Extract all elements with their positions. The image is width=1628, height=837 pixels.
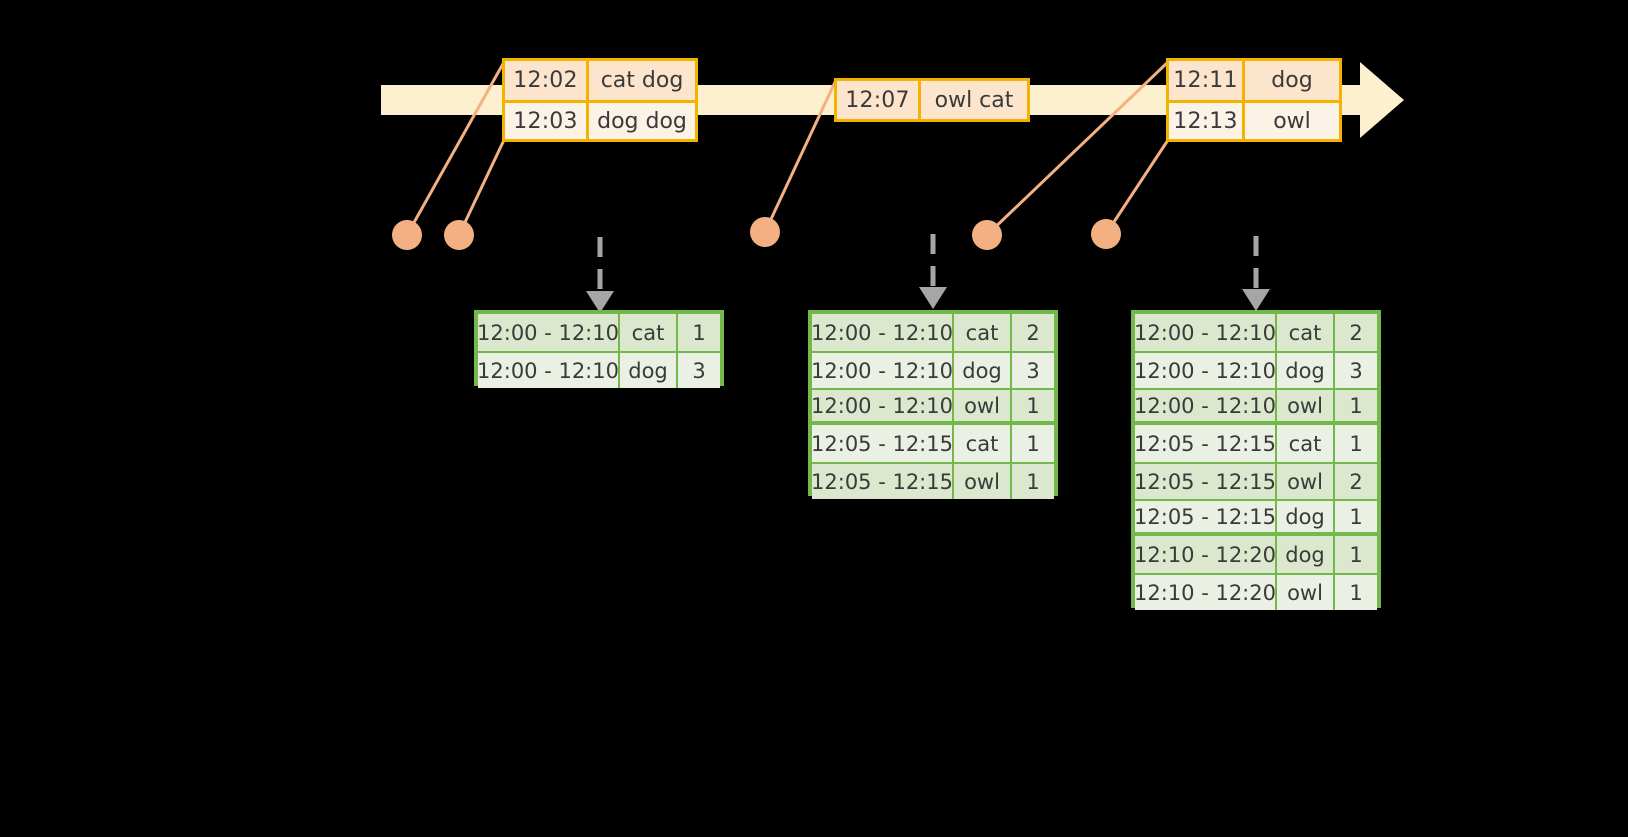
event-dot-4	[972, 220, 1002, 250]
key-cell: dog	[1277, 536, 1335, 573]
event-time: 12:07	[837, 81, 921, 119]
key-cell: owl	[1277, 390, 1335, 421]
table-row[interactable]: 12:00 - 12:10 dog 3	[811, 351, 1054, 388]
count-cell: 1	[1349, 431, 1363, 456]
key-cell: owl	[954, 390, 1012, 421]
result-table-3[interactable]: 12:00 - 12:10 cat 2 12:00 - 12:10 dog 3 …	[1131, 310, 1381, 610]
window-cell: 12:00 - 12:10	[811, 353, 954, 388]
key-cell: owl	[1277, 464, 1335, 499]
table-row[interactable]: 12:05 - 12:15 owl 1	[811, 462, 1054, 499]
key-cell: cat	[1277, 314, 1335, 351]
table-row[interactable]: 12:05 - 12:15 cat 1	[811, 425, 1054, 462]
key-cell: dog	[1277, 501, 1335, 532]
window-cell: 12:05 - 12:15	[1134, 464, 1277, 499]
count-cell: 1	[1349, 580, 1363, 605]
count-cell: 1	[1349, 393, 1363, 418]
window-cell: 12:00 - 12:10	[811, 390, 954, 421]
count-cell: 2	[1026, 320, 1040, 345]
window-cell: 12:00 - 12:10	[477, 353, 620, 388]
key-cell: owl	[954, 464, 1012, 499]
event-words: owl	[1273, 108, 1311, 134]
emit-arrow-2	[919, 234, 947, 309]
event-row[interactable]: 12:07 owl cat	[837, 81, 1027, 119]
event-words: dog dog	[597, 108, 687, 134]
event-time: 12:13	[1169, 103, 1245, 139]
table-row[interactable]: 12:00 - 12:10 cat 2	[1134, 314, 1377, 351]
event-group-1[interactable]: 12:02 cat dog 12:03 dog dog	[502, 58, 698, 142]
event-group-2[interactable]: 12:07 owl cat	[834, 78, 1030, 122]
event-time: 12:11	[1169, 61, 1245, 100]
event-group-3[interactable]: 12:11 dog 12:13 owl	[1166, 58, 1342, 142]
table-row[interactable]: 12:00 - 12:10 cat 2	[811, 314, 1054, 351]
key-cell: dog	[620, 353, 678, 388]
event-row[interactable]: 12:02 cat dog	[505, 61, 695, 100]
window-cell: 12:10 - 12:20	[1134, 536, 1277, 573]
count-cell: 2	[1349, 320, 1363, 345]
event-time: 12:03	[505, 103, 589, 139]
key-cell: cat	[1277, 425, 1335, 462]
window-cell: 12:00 - 12:10	[477, 314, 620, 351]
event-time: 12:02	[505, 61, 589, 100]
emit-arrows	[586, 234, 1270, 313]
count-cell: 1	[692, 320, 706, 345]
count-cell: 1	[1026, 393, 1040, 418]
key-cell: owl	[1277, 575, 1335, 610]
window-cell: 12:05 - 12:15	[1134, 425, 1277, 462]
window-cell: 12:00 - 12:10	[811, 314, 954, 351]
count-cell: 1	[1349, 504, 1363, 529]
event-dot-5	[1091, 219, 1121, 249]
key-cell: cat	[620, 314, 678, 351]
event-dot-2	[444, 220, 474, 250]
table-row[interactable]: 12:00 - 12:10 dog 3	[477, 351, 720, 388]
connector-dots	[392, 217, 1121, 250]
window-cell: 12:05 - 12:15	[1134, 501, 1277, 532]
table-row[interactable]: 12:05 - 12:15 dog 1	[1134, 499, 1377, 536]
window-cell: 12:00 - 12:10	[1134, 314, 1277, 351]
key-cell: cat	[954, 314, 1012, 351]
key-cell: dog	[1277, 353, 1335, 388]
event-row[interactable]: 12:11 dog	[1169, 61, 1339, 100]
event-words: cat dog	[600, 68, 684, 93]
window-cell: 12:00 - 12:10	[1134, 353, 1277, 388]
count-cell: 3	[1349, 358, 1363, 383]
count-cell: 1	[1026, 469, 1040, 494]
table-row[interactable]: 12:05 - 12:15 owl 2	[1134, 462, 1377, 499]
count-cell: 3	[692, 358, 706, 383]
table-row[interactable]: 12:00 - 12:10 owl 1	[1134, 388, 1377, 425]
window-cell: 12:00 - 12:10	[1134, 390, 1277, 421]
result-table-1[interactable]: 12:00 - 12:10 cat 1 12:00 - 12:10 dog 3	[474, 310, 724, 388]
connector-lines	[405, 60, 1170, 237]
emit-arrow-3	[1242, 236, 1270, 311]
table-row[interactable]: 12:00 - 12:10 owl 1	[811, 388, 1054, 425]
count-cell: 1	[1026, 431, 1040, 456]
event-row[interactable]: 12:13 owl	[1169, 100, 1339, 139]
event-row[interactable]: 12:03 dog dog	[505, 100, 695, 139]
table-row[interactable]: 12:10 - 12:20 dog 1	[1134, 536, 1377, 573]
event-dot-3	[750, 217, 780, 247]
key-cell: dog	[954, 353, 1012, 388]
event-words: owl cat	[934, 87, 1014, 113]
table-row[interactable]: 12:00 - 12:10 dog 3	[1134, 351, 1377, 388]
table-row[interactable]: 12:00 - 12:10 cat 1	[477, 314, 720, 351]
key-cell: cat	[954, 425, 1012, 462]
window-cell: 12:05 - 12:15	[811, 425, 954, 462]
count-cell: 2	[1349, 469, 1363, 494]
event-dot-1	[392, 220, 422, 250]
table-row[interactable]: 12:05 - 12:15 cat 1	[1134, 425, 1377, 462]
table-row[interactable]: 12:10 - 12:20 owl 1	[1134, 573, 1377, 610]
emit-arrow-1	[586, 237, 614, 313]
count-cell: 3	[1026, 358, 1040, 383]
event-words: dog	[1271, 68, 1313, 93]
window-cell: 12:10 - 12:20	[1134, 575, 1277, 610]
count-cell: 1	[1349, 542, 1363, 567]
window-cell: 12:05 - 12:15	[811, 464, 954, 499]
result-table-2[interactable]: 12:00 - 12:10 cat 2 12:00 - 12:10 dog 3 …	[808, 310, 1058, 499]
